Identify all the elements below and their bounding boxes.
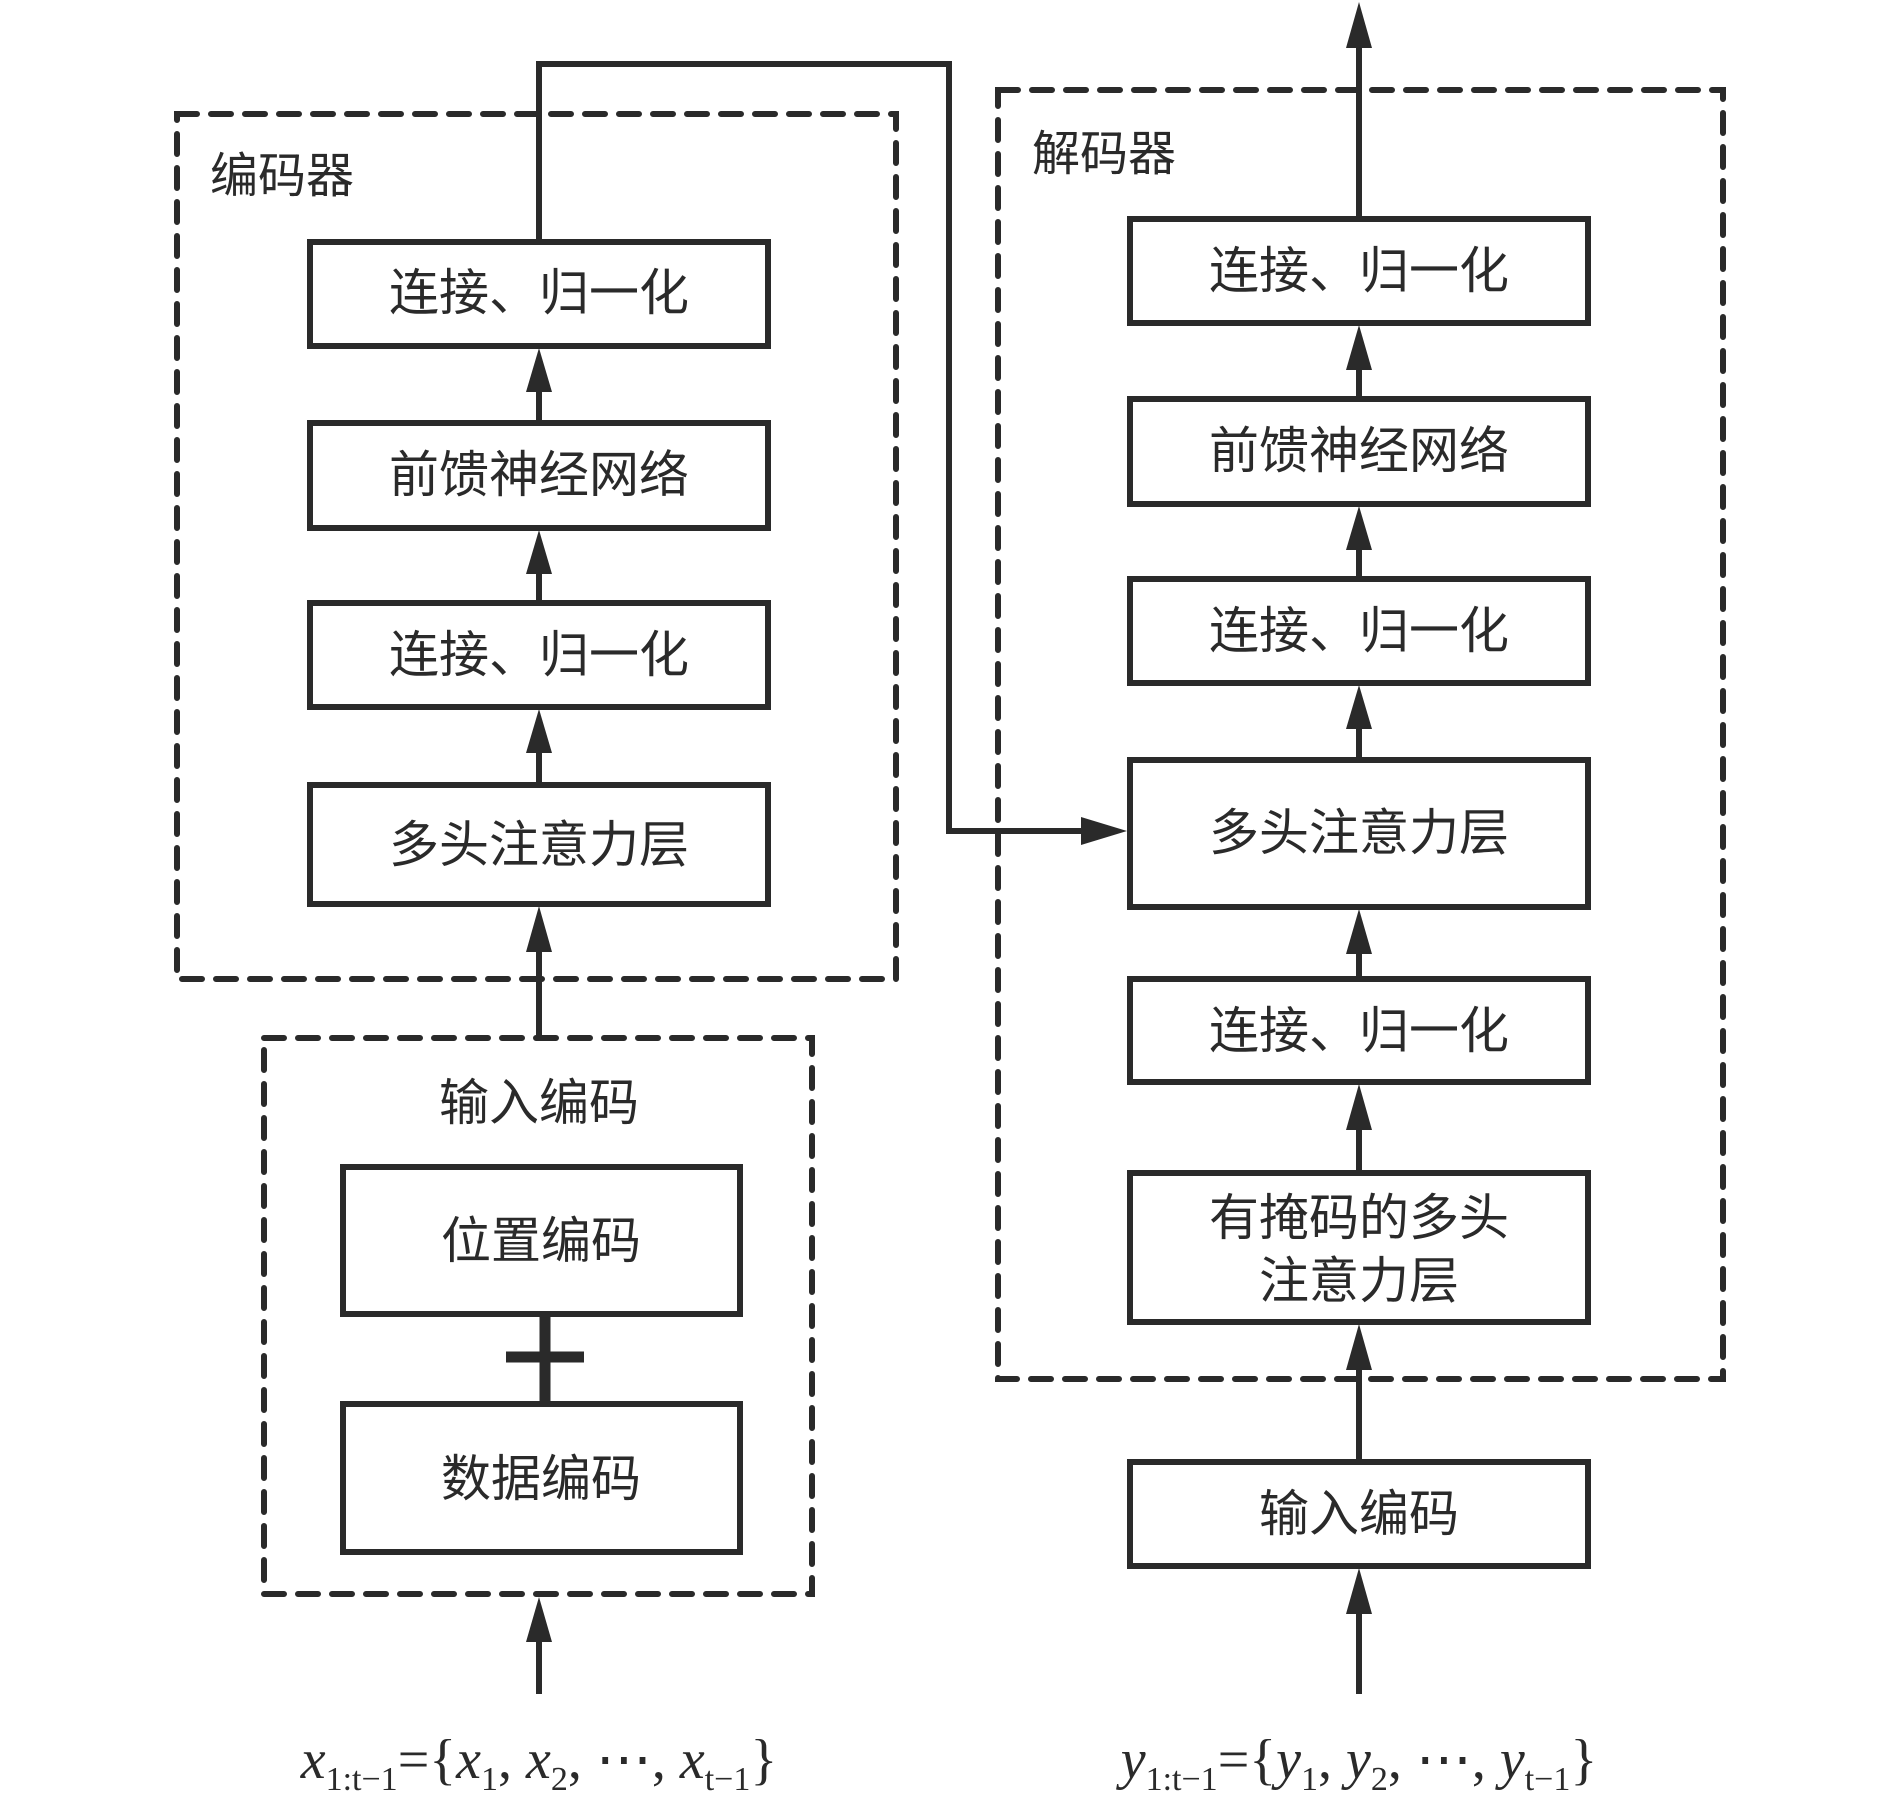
dec-masked-mha: 有掩码的多头 注意力层 (1127, 1170, 1591, 1325)
x-input-label: x1:t−1={x1, x2, ⋯, xt−1} (300, 1729, 778, 1798)
plus-icon (506, 1316, 584, 1402)
arrowhead-icon (1346, 1324, 1372, 1370)
enc-norm-bottom-label: 连接、归一化 (389, 626, 689, 684)
enc-norm-top: 连接、归一化 (307, 239, 771, 349)
enc-mha-label: 多头注意力层 (389, 816, 689, 874)
dec-norm-mid: 连接、归一化 (1127, 576, 1591, 686)
dec-masked-mha-label-line2: 注意力层 (1259, 1252, 1459, 1310)
encoder-input-title: 输入编码 (439, 1074, 639, 1132)
enc-ffn: 前馈神经网络 (307, 420, 771, 531)
dec-arrow-masked-to-norm (1346, 1084, 1372, 1173)
enc-arrow-mha-to-norm (526, 709, 552, 785)
dec-mha-label: 多头注意力层 (1209, 804, 1509, 862)
data-encoding-box: 数据编码 (340, 1401, 743, 1555)
arrowhead-icon (1346, 2, 1372, 48)
arrowhead-icon (526, 906, 552, 952)
encoder-input-container (261, 1035, 815, 1597)
dec-norm-bottom-label: 连接、归一化 (1209, 1002, 1509, 1060)
enc-norm-top-label: 连接、归一化 (389, 264, 689, 322)
dec-arrow-mha-to-norm (1346, 685, 1372, 760)
decoder-title: 解码器 (1032, 126, 1176, 182)
enc-arrow-input-to-mha (526, 906, 552, 1038)
enc-arrow-norm-to-ffn (526, 530, 552, 603)
arrowhead-icon (1346, 506, 1372, 550)
dec-norm-bottom: 连接、归一化 (1127, 976, 1591, 1085)
encoder-to-decoder-connector (536, 61, 1127, 845)
x-input-arrow (526, 1597, 552, 1694)
dec-norm-top-label: 连接、归一化 (1209, 242, 1509, 300)
decoder-input-box: 输入编码 (1127, 1459, 1591, 1569)
enc-norm-bottom: 连接、归一化 (307, 600, 771, 710)
y-input-label: y1:t−1={y1, y2, ⋯, yt−1} (1116, 1729, 1598, 1798)
arrowhead-icon (1346, 325, 1372, 370)
dec-masked-mha-label-line1: 有掩码的多头 (1209, 1189, 1509, 1247)
arrowhead-icon (1081, 817, 1127, 845)
data-encoding-label: 数据编码 (441, 1450, 641, 1508)
encoder-title: 编码器 (210, 148, 354, 204)
arrowhead-icon (526, 530, 552, 574)
enc-arrow-ffn-to-norm (526, 348, 552, 423)
dec-arrow-input-to-masked (1346, 1324, 1372, 1462)
dec-arrow-norm-to-mha (1346, 909, 1372, 979)
dec-arrow-ffn-to-norm (1346, 325, 1372, 399)
position-encoding-box: 位置编码 (340, 1164, 743, 1317)
position-encoding-label: 位置编码 (441, 1212, 641, 1270)
arrowhead-icon (1346, 1084, 1372, 1130)
arrowhead-icon (526, 709, 552, 753)
dec-norm-top: 连接、归一化 (1127, 216, 1591, 326)
dec-ffn: 前馈神经网络 (1127, 396, 1591, 507)
enc-mha: 多头注意力层 (307, 782, 771, 907)
enc-ffn-label: 前馈神经网络 (389, 446, 689, 504)
arrowhead-icon (526, 1597, 552, 1642)
y-input-arrow (1346, 1568, 1372, 1694)
arrowhead-icon (1346, 1568, 1372, 1614)
decoder-input-label: 输入编码 (1259, 1485, 1459, 1543)
dec-arrow-norm-to-ffn (1346, 506, 1372, 579)
dec-mha: 多头注意力层 (1127, 757, 1591, 910)
arrowhead-icon (1346, 685, 1372, 729)
dec-output-arrow (1346, 2, 1372, 219)
dec-ffn-label: 前馈神经网络 (1209, 422, 1509, 480)
arrowhead-icon (526, 348, 552, 392)
arrowhead-icon (1346, 909, 1372, 954)
dec-norm-mid-label: 连接、归一化 (1209, 602, 1509, 660)
